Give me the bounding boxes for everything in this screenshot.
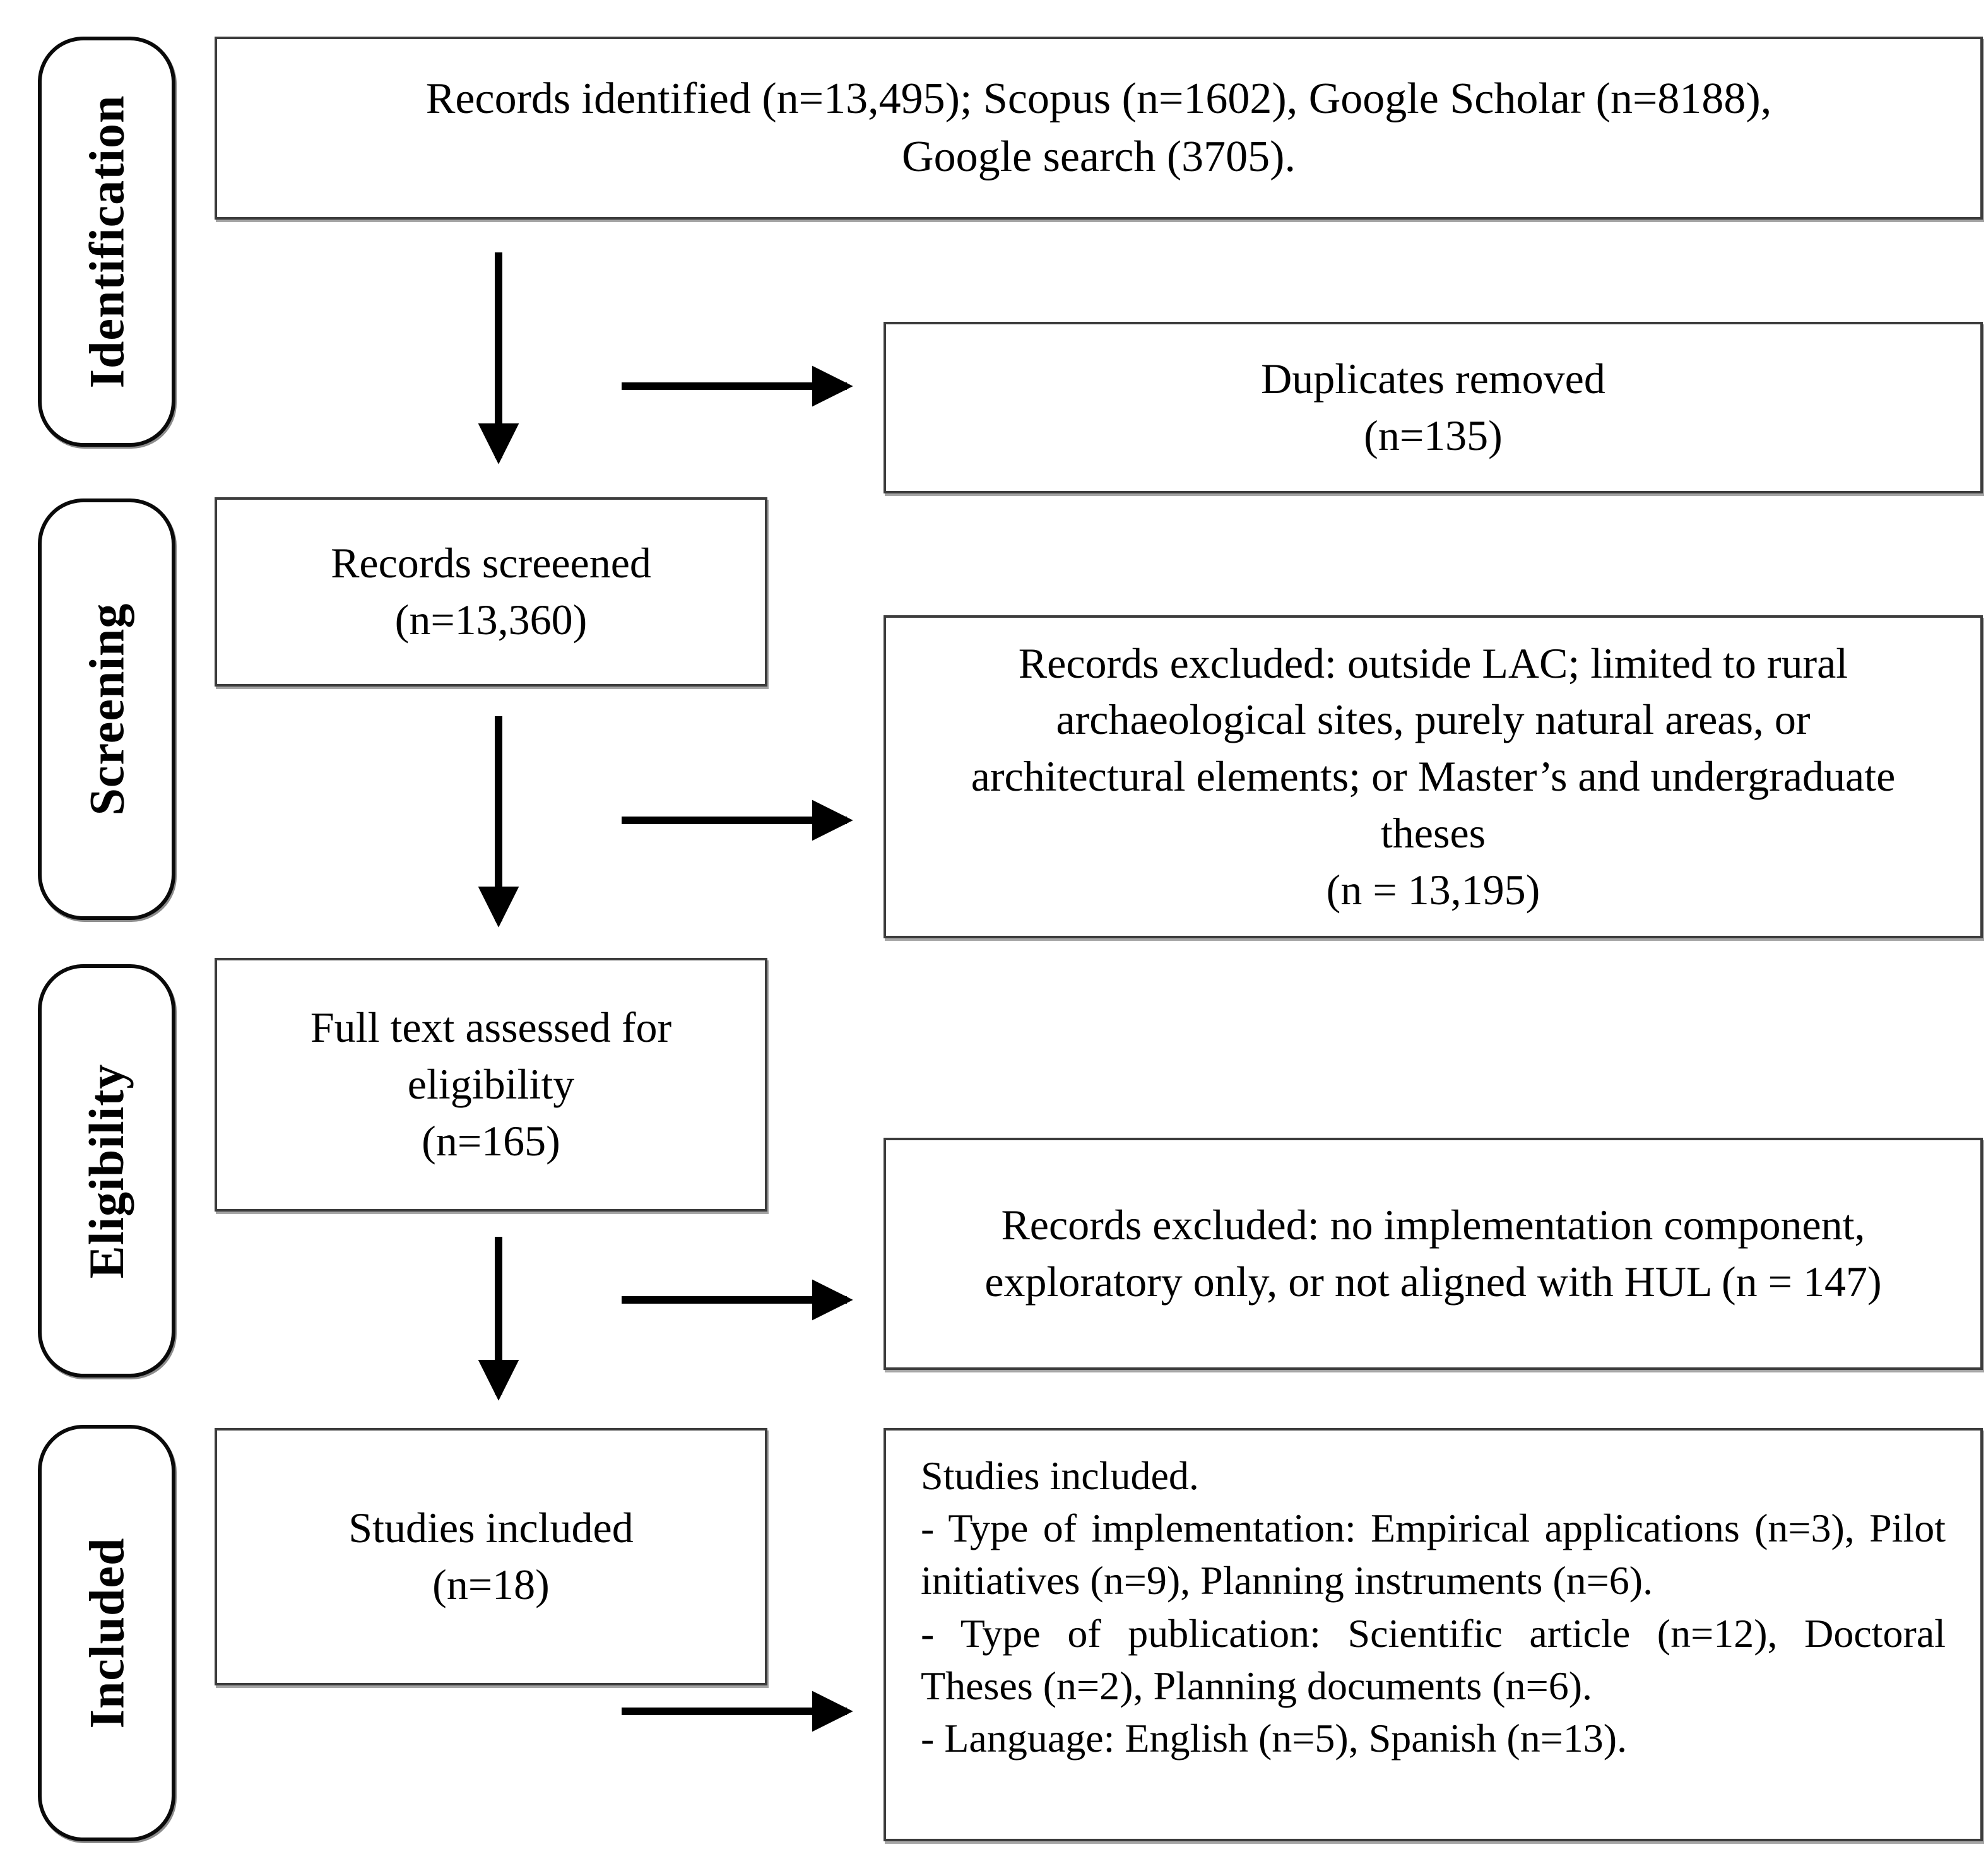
full-text-assessed-body: Full text assessed for eligibility	[310, 1003, 672, 1109]
full-text-assessed-count: (n=165)	[422, 1116, 560, 1165]
box-records-screened: Records screeened (n=13,360)	[215, 497, 767, 687]
records-screened-line2: (n=13,360)	[394, 596, 588, 644]
records-excluded-screening-count: (n = 13,195)	[1326, 865, 1540, 914]
studies-included-line2: (n=18)	[432, 1560, 550, 1608]
box-duplicates-removed: Duplicates removed (n=135)	[884, 322, 1983, 493]
records-identified-line1: Records identified (n=13,495); Scopus (n…	[425, 74, 1772, 123]
stage-label-identification-text: Identification	[79, 95, 134, 389]
box-full-text-assessed: Full text assessed for eligibility (n=16…	[215, 958, 767, 1212]
stage-label-included: Included	[38, 1425, 175, 1841]
stage-label-screening-text: Screening	[79, 603, 134, 816]
stage-label-included-text: Included	[79, 1537, 134, 1729]
studies-details-language: - Language: English (n=5), Spanish (n=13…	[921, 1715, 1628, 1761]
box-studies-included: Studies included (n=18)	[215, 1428, 767, 1685]
box-records-excluded-screening: Records excluded: outside LAC; limited t…	[884, 615, 1983, 938]
box-records-identified: Records identified (n=13,495); Scopus (n…	[215, 37, 1983, 220]
box-studies-included-details: Studies included. - Type of implementati…	[884, 1428, 1983, 1841]
stage-label-eligibility-text: Eligibility	[79, 1063, 134, 1278]
duplicates-removed-line1: Duplicates removed	[1261, 355, 1605, 403]
studies-details-publication: - Type of publication: Scientific articl…	[921, 1610, 1946, 1708]
studies-details-implementation: - Type of implementation: Empirical appl…	[921, 1506, 1946, 1603]
duplicates-removed-line2: (n=135)	[1364, 411, 1503, 459]
studies-details-title: Studies included.	[921, 1453, 1199, 1498]
records-excluded-screening-body: Records excluded: outside LAC; limited t…	[971, 639, 1896, 857]
records-identified-line2: Google search (3705).	[902, 133, 1296, 181]
stage-label-identification: Identification	[38, 37, 175, 447]
box-records-excluded-eligibility: Records excluded: no implementation comp…	[884, 1138, 1983, 1370]
records-excluded-eligibility-body: Records excluded: no implementation comp…	[984, 1201, 1882, 1306]
stage-label-eligibility: Eligibility	[38, 964, 175, 1378]
stage-label-screening: Screening	[38, 498, 175, 920]
records-screened-line1: Records screeened	[331, 539, 651, 587]
studies-included-line1: Studies included	[348, 1504, 634, 1552]
